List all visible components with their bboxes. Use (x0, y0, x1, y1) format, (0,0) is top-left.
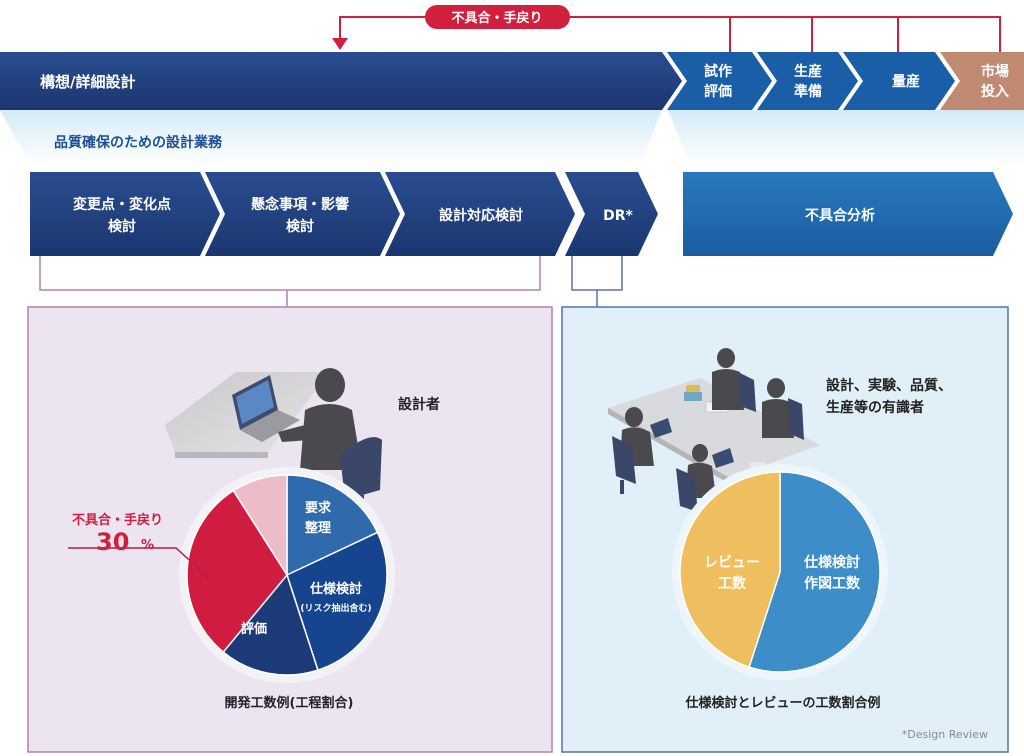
right-bracket-connector (571, 256, 623, 307)
svg-text:不具合・手戻り: 不具合・手戻り (451, 10, 542, 26)
step-change-points: 変更点・変化点 検討 (30, 172, 220, 256)
designer-illustration (165, 368, 382, 525)
svg-text:構想/詳細設計: 構想/詳細設計 (40, 73, 135, 91)
step-concerns: 懸念事項・影響 検討 (205, 172, 400, 256)
svg-text:不具合分析: 不具合分析 (805, 207, 875, 224)
svg-text:投入: 投入 (981, 84, 1009, 100)
designer-label: 設計者 (398, 396, 440, 413)
svg-text:変更点・変化点: 変更点・変化点 (73, 196, 171, 213)
pie-slice-evaluation (222, 573, 319, 676)
svg-text:設計対応検討: 設計対応検討 (439, 207, 523, 224)
right-panel-caption: 仕様検討とレビューの工数割合例 (684, 695, 880, 711)
step-countermeasures: 設計対応検討 (385, 172, 575, 256)
pie-label-spec-drawing-1: 仕様検討 (803, 554, 860, 571)
meeting-illustration (608, 348, 820, 512)
pie-label-review-2: 工数 (718, 575, 747, 592)
rework-badge: 不具合・手戻り (425, 5, 570, 29)
footnote: *Design Review (902, 728, 988, 741)
rework-callout (68, 547, 210, 579)
svg-text:検討: 検討 (286, 218, 314, 235)
pie-label-evaluation: 評価 (241, 621, 267, 637)
phase-mass-production: 量産 (843, 52, 955, 110)
pie-label-requirements-2: 整理 (304, 520, 331, 536)
pie-label-requirements-1: 要求 (305, 500, 332, 516)
left-pie-chart (179, 467, 395, 683)
phase-prototype-eval: 試作 評価 (667, 52, 772, 110)
right-pie-chart (672, 464, 888, 680)
svg-text:試作: 試作 (704, 63, 732, 80)
left-panel-caption: 開発工数例(工程割合) (225, 695, 354, 711)
phase-design: 構想/詳細設計 (0, 52, 682, 110)
pie-label-review-1: レビュー (704, 555, 760, 571)
rework-feedback-arrow (332, 16, 1001, 52)
quality-band-label: 品質確保のための設計業務 (54, 134, 223, 151)
pie-label-spec-review: 仕様検討 (309, 581, 362, 597)
svg-text:懸念事項・影響: 懸念事項・影響 (251, 196, 349, 213)
pie-slice-other (232, 474, 288, 578)
pie-slice-spec-review (286, 531, 388, 672)
phase-market-launch: 市場 投入 (940, 52, 1024, 110)
pie-slice-rework (186, 489, 288, 654)
rework-percent-sign: % (141, 538, 154, 553)
pie-slice-spec-drawing (748, 471, 881, 673)
phase-production-prep: 生産 準備 (757, 52, 858, 110)
left-bracket-connector (39, 256, 541, 307)
step-defect-analysis: 不具合分析 (683, 172, 1013, 256)
svg-text:検討: 検討 (108, 218, 136, 235)
experts-label-line1: 設計、実験、品質、 (826, 377, 952, 394)
svg-text:生産: 生産 (794, 63, 822, 80)
svg-text:市場: 市場 (981, 63, 1009, 80)
pie-slice-requirements (286, 474, 379, 577)
svg-text:量産: 量産 (892, 73, 920, 90)
analysis-band (668, 110, 1024, 165)
rework-percent-value: 30 (96, 528, 129, 556)
step-design-review: DR* (565, 172, 658, 256)
svg-text:準備: 準備 (794, 83, 822, 100)
svg-text:DR*: DR* (603, 208, 633, 224)
svg-text:評価: 評価 (704, 83, 732, 100)
pie-slice-review (679, 471, 781, 669)
experts-label-line2: 生産等の有識者 (826, 399, 924, 416)
rework-callout-label: 不具合・手戻り (72, 512, 163, 528)
pie-label-spec-drawing-2: 作図工数 (804, 575, 861, 592)
pie-label-spec-review-sub: (リスク抽出含む) (300, 602, 371, 614)
quality-band (0, 110, 662, 165)
